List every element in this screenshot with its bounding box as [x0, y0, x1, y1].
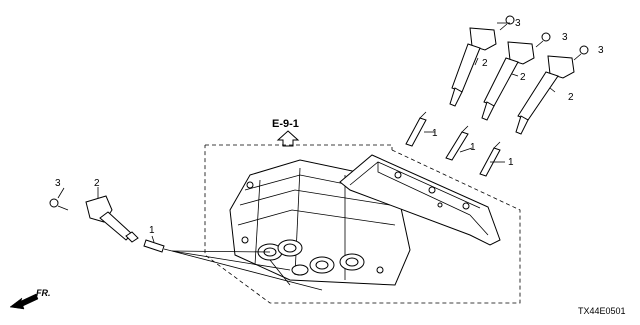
drawing-code: TX44E0501: [578, 306, 626, 316]
ignition-coil-rear-1[interactable]: [449, 27, 497, 107]
spark-plug-rear-2[interactable]: [445, 125, 469, 161]
reference-arrow-icon: [276, 130, 300, 147]
callout-bolt[interactable]: 3: [598, 45, 604, 56]
reference-label[interactable]: E-9-1: [272, 118, 299, 130]
bolt-icon[interactable]: [573, 45, 589, 61]
bolt-icon[interactable]: [49, 198, 69, 211]
callout-bolt[interactable]: 3: [562, 32, 568, 43]
ignition-coil-front[interactable]: [85, 195, 139, 243]
spark-plug-rear-3[interactable]: [479, 141, 501, 177]
callout-bolt[interactable]: 3: [515, 18, 521, 29]
ignition-coil-rear-3[interactable]: [515, 55, 575, 135]
callout-spark-plug[interactable]: 1: [432, 128, 438, 139]
leader-lines: [57, 22, 556, 291]
callout-ignition-coil[interactable]: 2: [568, 92, 574, 103]
boundary-outline: [204, 144, 521, 304]
front-arrow-icon: [9, 293, 39, 310]
spark-plug-front[interactable]: [143, 239, 173, 253]
ignition-coil-rear-2[interactable]: [481, 41, 535, 121]
callout-ignition-coil[interactable]: 2: [94, 178, 100, 189]
spark-plug-rear-1[interactable]: [405, 111, 427, 147]
callout-ignition-coil[interactable]: 2: [520, 72, 526, 83]
bolt-icon[interactable]: [535, 32, 551, 48]
callout-spark-plug[interactable]: 1: [149, 225, 155, 236]
front-direction-label: FR.: [36, 288, 51, 298]
callout-spark-plug[interactable]: 1: [470, 142, 476, 153]
head-cover: [339, 154, 501, 246]
callout-spark-plug[interactable]: 1: [508, 157, 514, 168]
callout-bolt[interactable]: 3: [55, 178, 61, 189]
callout-ignition-coil[interactable]: 2: [482, 58, 488, 69]
bolt-icon[interactable]: [499, 15, 515, 31]
